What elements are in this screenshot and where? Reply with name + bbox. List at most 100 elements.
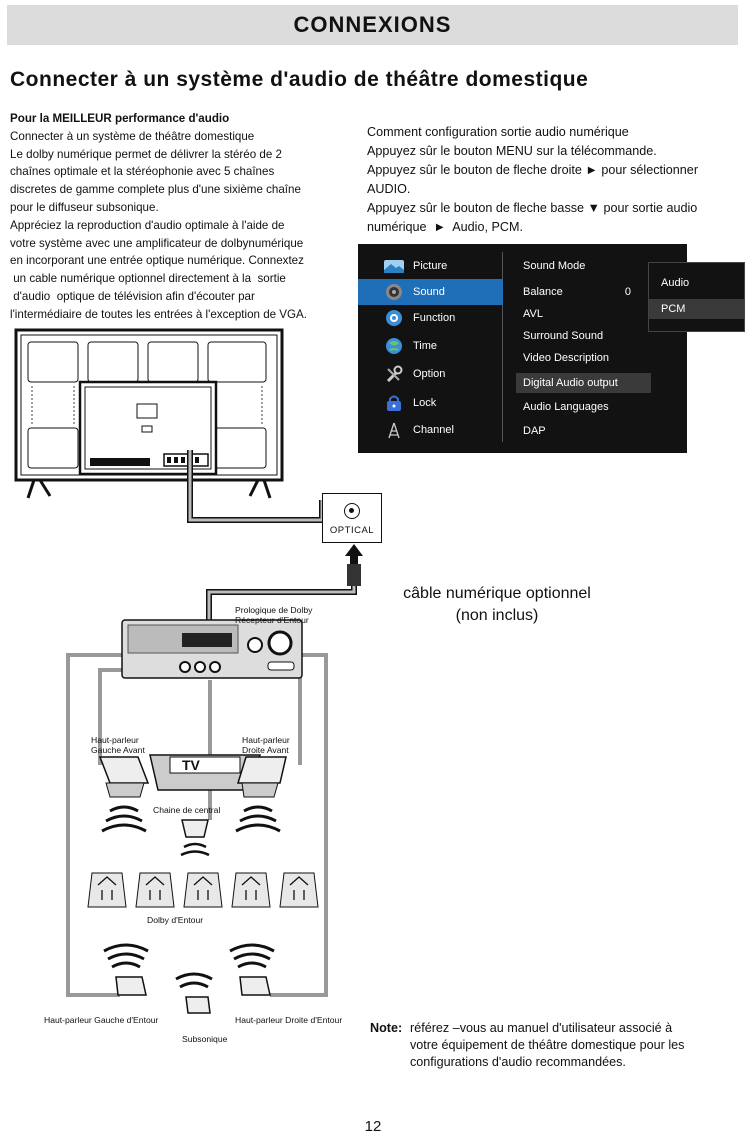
- front-right-line1: Haut-parleur: [242, 735, 290, 745]
- right-text-block: Comment configuration sortie audio numér…: [367, 123, 745, 237]
- rear-right-speaker: [239, 976, 271, 996]
- center-speaker: [181, 819, 209, 838]
- menu-item-sound[interactable]: Sound: [358, 279, 503, 305]
- left-line: chaînes optimale et la stéréophonie avec…: [10, 165, 275, 179]
- menu-option-label: Video Description: [523, 352, 610, 364]
- menu-item-label: Channel: [413, 424, 454, 436]
- tv-label: TV: [182, 757, 200, 773]
- submenu-option-pcm[interactable]: PCM: [649, 299, 744, 319]
- menu-option-label: DAP: [523, 425, 546, 437]
- front-left-speaker: [98, 756, 150, 784]
- menu-item-label: Lock: [413, 397, 437, 409]
- menu-item-channel[interactable]: Channel: [358, 417, 503, 443]
- header-bar: CONNEXIONS: [7, 5, 738, 45]
- picture-icon: [384, 259, 404, 273]
- menu-option-digital-audio-output[interactable]: Digital Audio output: [516, 373, 651, 393]
- note-line: référez –vous au manuel d'utilisateur as…: [410, 1021, 673, 1035]
- section-title: Connecter à un système d'audio de théâtr…: [10, 68, 589, 91]
- front-right-label: Haut-parleur Droite Avant: [242, 735, 290, 755]
- left-line: votre système avec une amplificateur de …: [10, 236, 304, 250]
- left-line: en incorporant une entrée optique numéri…: [10, 254, 304, 268]
- function-icon: [384, 310, 404, 326]
- cable-label: câble numérique optionnel (non inclus): [385, 583, 609, 627]
- menu-option-label: Balance: [523, 286, 563, 298]
- front-left-line2: Gauche Avant: [91, 745, 145, 755]
- lock-icon: [384, 395, 404, 411]
- right-line: Appuyez sûr le bouton de fleche droite ►…: [367, 163, 699, 177]
- menu-option-avl[interactable]: AVL: [516, 304, 651, 324]
- time-icon: [384, 338, 404, 354]
- left-line: Appréciez la reproduction d'audio optima…: [10, 218, 285, 232]
- left-line: discretes de gamme complete plus d'une s…: [10, 183, 301, 197]
- menu-option-label: Audio Languages: [523, 401, 609, 413]
- note-label: Note:: [370, 1021, 403, 1035]
- sound-icon: [384, 284, 404, 300]
- menu-item-label: Time: [413, 340, 438, 352]
- rear-left-speaker: [115, 976, 147, 996]
- right-line: Appuyez sûr le bouton MENU sur la téléco…: [367, 144, 657, 158]
- subwoofer: [185, 996, 211, 1014]
- menu-item-function[interactable]: Function: [358, 305, 503, 331]
- menu-item-label: Picture: [413, 260, 448, 272]
- right-line: AUDIO.: [367, 182, 411, 196]
- left-text-block: Pour la MEILLEUR performance d'audio Con…: [10, 110, 355, 324]
- left-line: Le dolby numérique permet de délivrer la…: [10, 147, 282, 161]
- menu-option-surround-sound[interactable]: Surround Sound: [516, 326, 651, 346]
- menu-option-label: Digital Audio output: [523, 377, 618, 389]
- rear-right-label: Haut-parleur Droite d'Entour: [235, 1015, 343, 1025]
- receiver-label: Prologique de Dolby Récepteur d'Entour: [235, 605, 312, 625]
- submenu-option-audio[interactable]: Audio: [661, 277, 690, 289]
- menu-item-label: Function: [413, 312, 456, 324]
- menu-option-video-description[interactable]: Video Description: [516, 348, 651, 368]
- right-line: numérique ► Audio, PCM.: [367, 220, 523, 234]
- cable-to-receiver: [206, 544, 363, 620]
- optical-jack-icon: [344, 503, 360, 519]
- front-right-line2: Droite Avant: [242, 745, 289, 755]
- option-icon: [384, 365, 404, 383]
- menu-option-label: Sound Mode: [523, 260, 586, 272]
- menu-divider: [502, 252, 503, 442]
- left-line: pour le diffuseur subsonique.: [10, 200, 159, 214]
- balance-value: 0: [624, 286, 631, 298]
- menu-item-picture[interactable]: Picture: [358, 253, 503, 279]
- listener-seats: [87, 872, 319, 908]
- optical-label: OPTICAL: [329, 525, 375, 536]
- right-line: Appuyez sûr le bouton de fleche basse ▼ …: [367, 201, 698, 215]
- digital-audio-submenu: Audio PCM: [648, 262, 745, 332]
- cable-label-line2: (non inclus): [455, 607, 539, 624]
- menu-option-label: Surround Sound: [523, 330, 604, 342]
- menu-item-label: Option: [413, 368, 446, 380]
- front-right-speaker: [236, 756, 287, 784]
- menu-option-label: AVL: [523, 308, 543, 320]
- page-header-title: CONNEXIONS: [293, 12, 452, 37]
- channel-icon: [384, 422, 404, 439]
- cable-label-line1: câble numérique optionnel: [403, 585, 591, 602]
- note-line: configurations d'audio recommandées.: [410, 1055, 626, 1069]
- note-line: votre équipement de théâtre domestique p…: [410, 1038, 685, 1052]
- up-arrow-icon: [345, 544, 363, 556]
- optical-port: OPTICAL: [322, 493, 382, 543]
- note-text: référez –vous au manuel d'utilisateur as…: [410, 1020, 684, 1071]
- menu-item-option[interactable]: Option: [358, 361, 503, 387]
- center-label: Chaine de central: [153, 805, 221, 815]
- rear-left-label: Haut-parleur Gauche d'Entour: [44, 1015, 159, 1025]
- receiver-label-line1: Prologique de Dolby: [235, 605, 313, 615]
- osd-menu: Picture Sound Function Time Option Lock: [358, 244, 687, 453]
- menu-option-audio-languages[interactable]: Audio Languages: [516, 397, 651, 417]
- menu-option-sound-mode[interactable]: Sound Mode: [516, 256, 651, 276]
- receiver-label-line2: Récepteur d'Entour: [235, 615, 309, 625]
- right-line: Comment configuration sortie audio numér…: [367, 125, 629, 139]
- surround-label: Dolby d'Entour: [147, 915, 204, 925]
- menu-option-dap[interactable]: DAP: [516, 421, 651, 441]
- menu-item-lock[interactable]: Lock: [358, 390, 503, 416]
- front-left-label: Haut-parleur Gauche Avant: [91, 735, 145, 755]
- left-line: l'intermédiaire de toutes les entrées à …: [10, 307, 308, 321]
- menu-item-time[interactable]: Time: [358, 333, 503, 359]
- subwoofer-label: Subsonique: [182, 1034, 228, 1044]
- menu-option-balance[interactable]: Balance 0: [516, 282, 651, 302]
- left-line: un cable numérique optionnel directement…: [10, 272, 286, 286]
- menu-item-label: Sound: [413, 286, 445, 298]
- home-theater-illustration: [66, 619, 328, 1014]
- tv-back-illustration: [14, 328, 284, 499]
- left-line: Connecter à un système de théâtre domest…: [10, 129, 255, 143]
